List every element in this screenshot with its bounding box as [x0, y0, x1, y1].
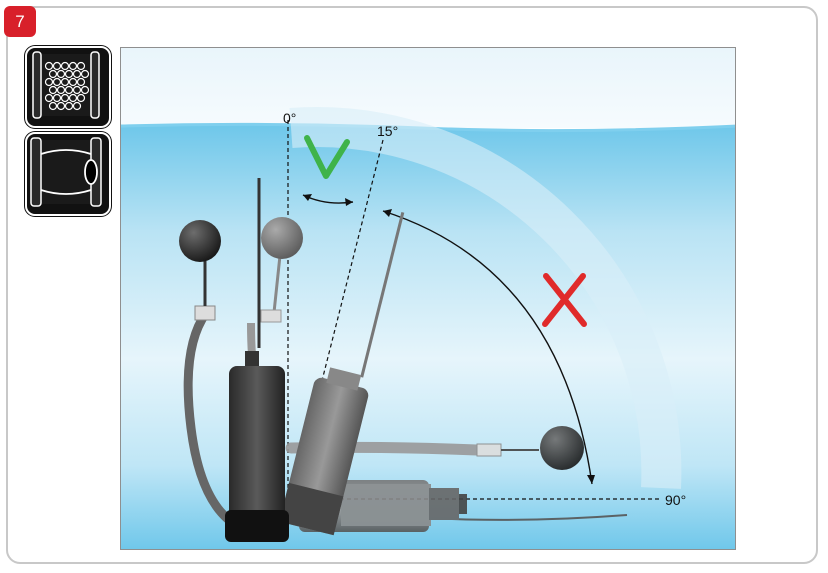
pump-upright-0: [179, 178, 289, 542]
pump-intake-screen-icon: [25, 46, 111, 128]
step-number-badge: 7: [4, 6, 36, 37]
pump-horizontal-90: [285, 426, 628, 532]
allowed-check-icon: [304, 135, 350, 179]
float-ball-upright: [179, 220, 221, 262]
angle-label-90: 90°: [665, 492, 686, 508]
angle-label-15: 15°: [377, 123, 398, 139]
step-card: [6, 6, 818, 564]
sky: [121, 48, 735, 128]
float-ball-horizontal: [540, 426, 584, 470]
pump-angle-illustration: 0° 15° 90°: [120, 47, 736, 550]
forbidden-cross-icon: [542, 273, 587, 327]
angle-label-0: 0°: [283, 110, 296, 126]
pump-tilted-15: [279, 211, 405, 536]
pump-float-switch-icon: [25, 132, 111, 216]
forbidden-range-arrow: [382, 210, 593, 485]
